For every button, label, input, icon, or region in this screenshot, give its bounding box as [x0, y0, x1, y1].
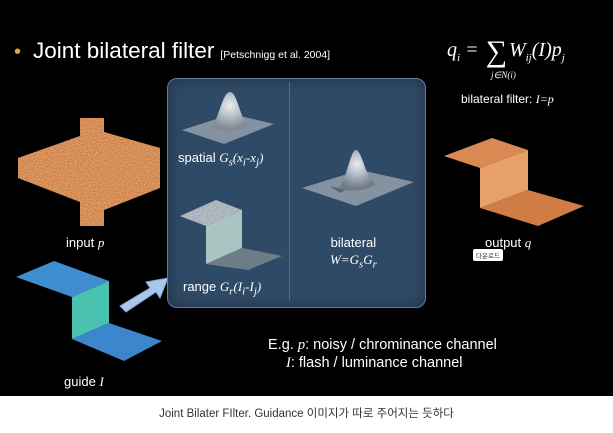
arrow-icon — [119, 277, 169, 313]
output-label: output q — [485, 235, 532, 250]
example-line-2: I: flash / luminance channel — [286, 355, 463, 371]
citation: [Petschnigg et al. 2004] — [220, 49, 331, 61]
image-caption: Joint Bilater FIlter. Guidance 이미지가 따로 주… — [159, 408, 454, 420]
guide-label: guide I — [64, 374, 104, 389]
bilateral-kernel-image — [302, 150, 414, 206]
download-badge[interactable]: 다운로드 — [473, 249, 503, 261]
guide-surface-image — [16, 261, 162, 361]
range-kernel-image — [180, 200, 282, 270]
input-surface-image — [18, 118, 160, 226]
sum-range: j∈N(i) — [491, 70, 516, 80]
example-line-1: E.g. p: noisy / chrominance channel — [268, 337, 497, 353]
input-label: input p — [66, 235, 105, 250]
range-label: range Gr(Ii-Ij) — [183, 279, 262, 298]
example-text: E.g. p: noisy / chrominance channel I: f… — [268, 336, 497, 372]
joint-bilateral-formula: qi = ∑Wij(I)pj j∈N(i) — [447, 35, 565, 80]
slide-title: •Joint bilateral filter[Petschnigg et al… — [14, 38, 331, 63]
bilateral-label: bilateral W=GsGr — [330, 235, 377, 271]
spatial-gaussian-image — [182, 92, 274, 144]
slide: •Joint bilateral filter[Petschnigg et al… — [0, 0, 613, 396]
bilateral-note: bilateral filter: I=p — [461, 92, 554, 106]
panel-divider — [289, 82, 290, 300]
output-surface-image — [444, 138, 584, 226]
bullet-icon: • — [14, 41, 22, 63]
spatial-label: spatial Gs(xi-xj) — [178, 150, 264, 169]
